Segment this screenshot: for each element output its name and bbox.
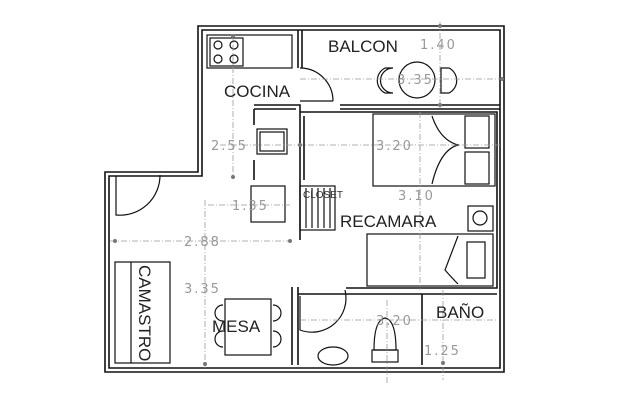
kitchen-counter (206, 34, 293, 69)
dim-balcon-depth: 1.40 (420, 38, 457, 53)
dim-living-width: 2.88 (184, 235, 221, 250)
dim-living-depth: 3.35 (184, 282, 221, 297)
dim-bano-depth: 1.25 (424, 344, 461, 359)
label-recamara: RECAMARA (340, 212, 437, 231)
exterior-walls (104, 25, 505, 373)
balcony-table-set (376, 61, 458, 99)
dim-recamara-depth: 3.10 (398, 189, 435, 204)
label-balcon: BALCON (328, 37, 398, 56)
kitchen-sink (256, 128, 288, 155)
nightstand (467, 205, 494, 232)
label-mesa: MESA (212, 317, 261, 336)
entry-door[interactable] (115, 174, 161, 216)
label-cocina: COCINA (224, 82, 291, 101)
dim-bano-width: 3.20 (376, 314, 413, 329)
closet (299, 185, 336, 231)
dimension-lines (110, 22, 504, 385)
bed-2 (366, 233, 494, 287)
bathroom-sink (317, 346, 349, 366)
interior-walls (253, 30, 500, 365)
label-closet: CLOSET (303, 190, 343, 201)
kitchen-door[interactable] (299, 67, 334, 102)
label-bano: BAÑO (436, 303, 484, 322)
dim-cocina-depth: 2.55 (211, 139, 248, 154)
bathroom-door[interactable] (299, 289, 347, 333)
camastro (114, 261, 171, 364)
label-camastro: CAMASTRO (135, 265, 154, 361)
desk (250, 185, 286, 223)
dim-closet-width: 1.35 (232, 199, 269, 214)
toilet (371, 317, 399, 363)
bed-1 (372, 113, 496, 187)
burner-icons (213, 40, 239, 64)
dim-recamara-width: 3.20 (376, 139, 413, 154)
dining-table (214, 298, 282, 356)
dim-balcon-width: 3.35 (397, 73, 434, 88)
stove (209, 37, 244, 67)
